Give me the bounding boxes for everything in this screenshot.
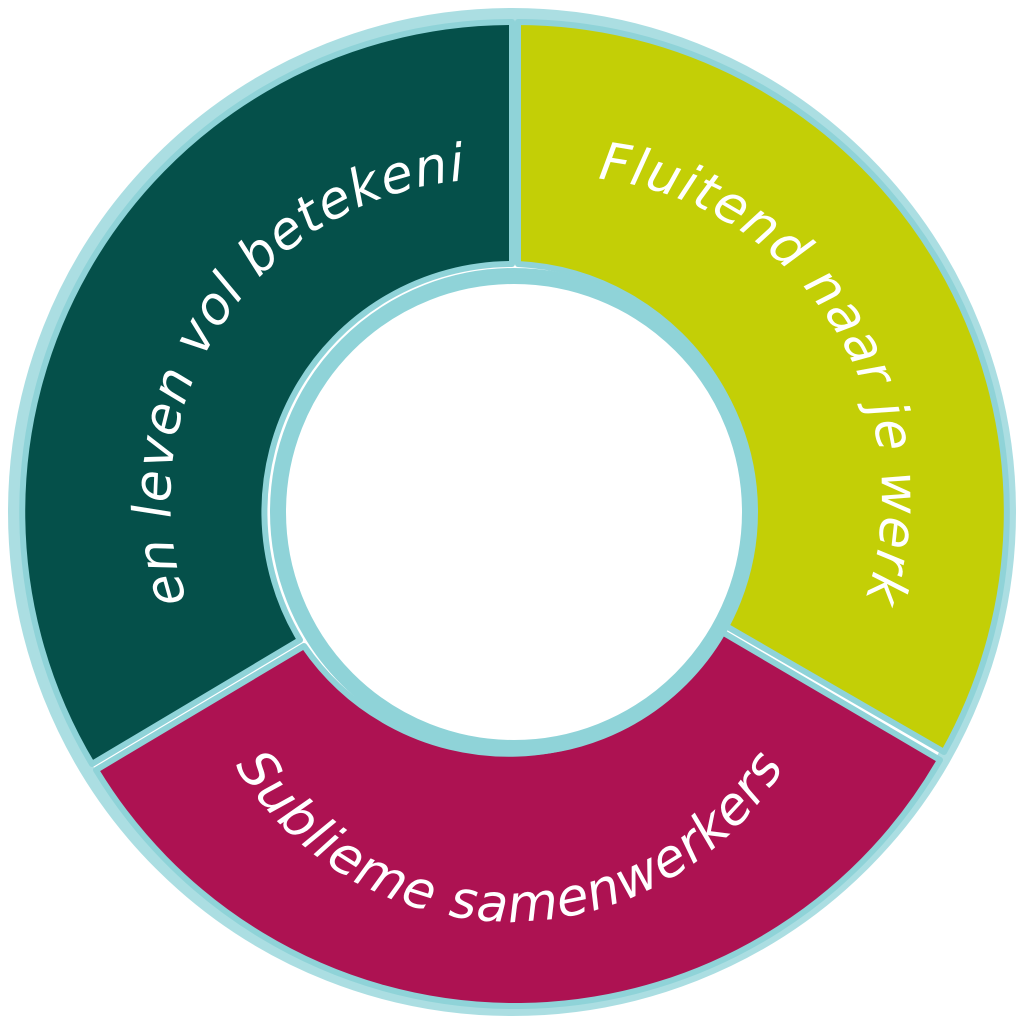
ring-center xyxy=(270,268,758,756)
segment-een-leven-vol-betekenis xyxy=(19,19,515,767)
